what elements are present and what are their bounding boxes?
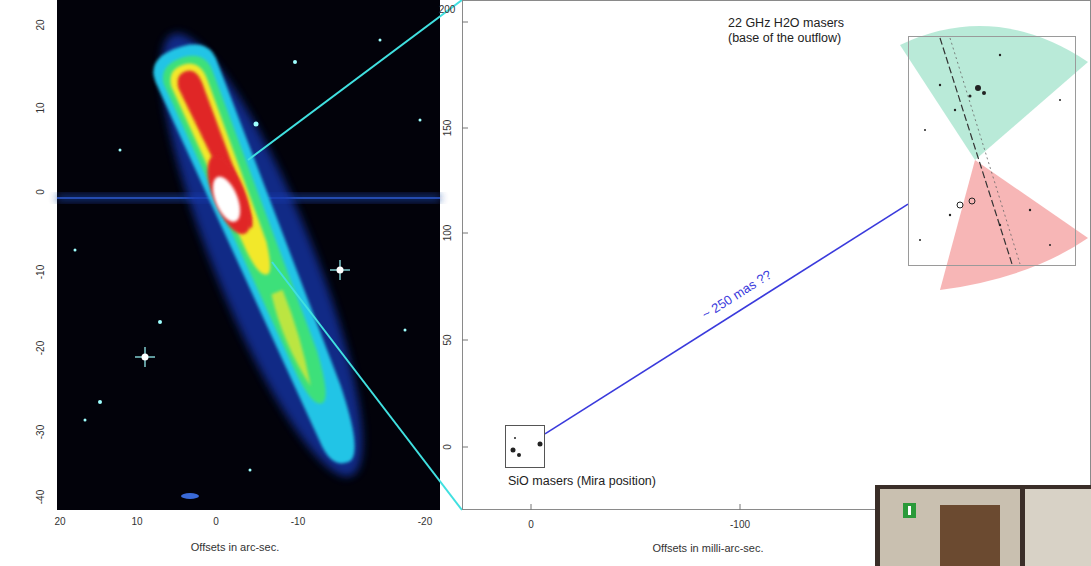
- galaxy-blob: [181, 493, 199, 499]
- sky-image: [57, 0, 440, 510]
- axis-tick: -10: [35, 265, 46, 279]
- zoom-line: [248, 0, 462, 160]
- sio-maser-spots: [511, 437, 543, 457]
- star: [142, 354, 149, 361]
- tick: [462, 447, 468, 448]
- star: [158, 320, 162, 324]
- maser-spot: [919, 239, 921, 241]
- star: [254, 122, 259, 127]
- axis-tick: 150: [442, 120, 453, 137]
- maser-spot: [939, 84, 941, 86]
- tick: [462, 233, 468, 234]
- maser-spot: [999, 54, 1001, 56]
- jet-halo: [126, 16, 397, 495]
- star: [98, 400, 102, 404]
- jet-core: [207, 173, 245, 226]
- axis-tick: 100: [442, 225, 453, 242]
- jet-image: [126, 16, 397, 495]
- axis-title: Offsets in arc-sec.: [191, 541, 279, 553]
- maser-spot: [517, 453, 521, 457]
- star: [337, 267, 344, 274]
- jet-streak: [268, 290, 320, 389]
- node-label: 22 GHz H2O masers (base of the outflow): [728, 16, 863, 46]
- plot-frame: [463, 1, 1091, 510]
- star: [119, 149, 122, 152]
- wall: [1025, 489, 1091, 566]
- outflow-axis: [950, 38, 1020, 264]
- distance-label: ~ 250 mas ??: [699, 268, 774, 322]
- outflow-axis: [940, 38, 1012, 264]
- blue-lobe-cone: [900, 26, 1088, 160]
- axis-tick: 10: [131, 516, 142, 527]
- distance-line: [545, 204, 908, 434]
- maser-spot: [514, 437, 516, 439]
- star: [74, 249, 77, 252]
- axis-tick: 0: [442, 444, 453, 450]
- tick: [462, 340, 468, 341]
- maser-spot: [954, 109, 956, 111]
- axis-tick: -30: [35, 425, 46, 439]
- wall: [880, 489, 1020, 566]
- maser-spot: [999, 224, 1001, 226]
- maser-spot: [1049, 244, 1051, 246]
- maser-spot: [1029, 209, 1031, 211]
- maser-inset: 22 GHz H2O masers (base of the outflow): [908, 36, 1076, 266]
- maser-spot: [511, 448, 516, 453]
- axis-ticks: [462, 22, 740, 510]
- maser-spot: [538, 442, 543, 447]
- maser-box: SiO masers (Mira position): [505, 425, 545, 468]
- maser-spot: [1059, 99, 1061, 101]
- maser-spot: [957, 202, 963, 208]
- axis-tick: 50: [442, 334, 453, 345]
- exit-sign: [903, 503, 916, 518]
- maser-spot: [969, 198, 975, 204]
- tick: [462, 22, 468, 23]
- axis-tick: -10: [291, 516, 305, 527]
- star: [404, 329, 407, 332]
- axis-tick: -20: [418, 516, 432, 527]
- star: [293, 60, 297, 64]
- axis-tick: 20: [54, 516, 65, 527]
- axis-tick: -100: [730, 519, 750, 530]
- node-label: SiO masers (Mira position): [508, 474, 656, 489]
- stars: [74, 39, 422, 500]
- axis-tick: -40: [35, 490, 46, 504]
- h2o-maser-spots: [919, 54, 1061, 246]
- axis-tick: 0: [35, 189, 46, 195]
- bright-stars: [135, 260, 350, 367]
- door: [940, 505, 1000, 566]
- star: [84, 419, 87, 422]
- maser-spot: [982, 91, 986, 95]
- webcam-frame: [875, 485, 1091, 566]
- jet-green: [157, 49, 343, 414]
- jet-red-core: [199, 150, 260, 240]
- tick: [740, 504, 741, 510]
- axis-tick: 200: [439, 4, 456, 15]
- webcam-overlay: [875, 485, 1091, 566]
- jet-yellow: [165, 58, 283, 281]
- maser-spot: [975, 85, 981, 91]
- axis-tick: -20: [35, 341, 46, 355]
- star: [379, 39, 382, 42]
- zoom-line: [272, 262, 462, 510]
- tick: [531, 504, 532, 510]
- exit-figure: [908, 506, 911, 515]
- jet-cyan: [147, 36, 375, 476]
- maser-spot: [924, 129, 926, 131]
- axis-tick: 0: [213, 516, 219, 527]
- axis-tick: 20: [35, 19, 46, 30]
- maser-spot: [969, 95, 972, 98]
- maser-spot: [949, 214, 951, 216]
- axis-title: Offsets in milli-arc-sec.: [652, 542, 763, 554]
- red-lobe-cone: [940, 160, 1088, 290]
- star: [419, 119, 422, 122]
- axis-tick: 10: [35, 102, 46, 113]
- star: [249, 469, 252, 472]
- axis-tick: 0: [528, 519, 534, 530]
- tick: [462, 128, 468, 129]
